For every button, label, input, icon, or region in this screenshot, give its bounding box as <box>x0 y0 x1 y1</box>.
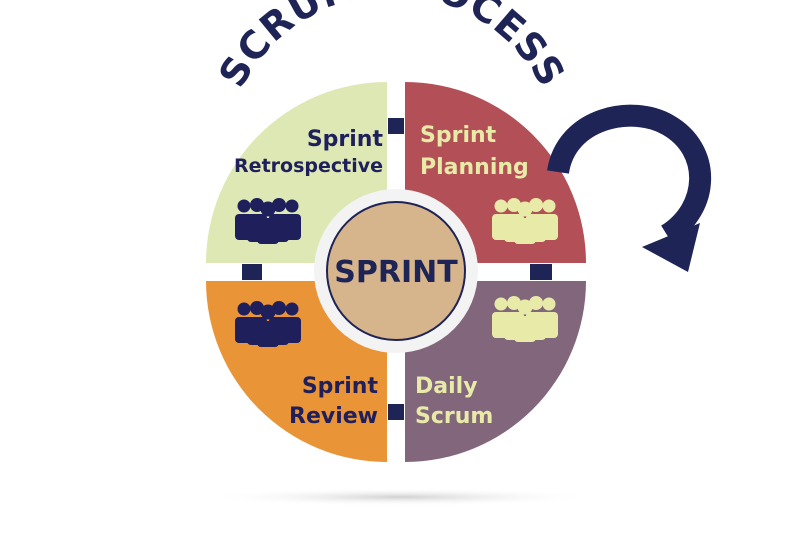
team-icon <box>492 296 558 342</box>
team-icon <box>492 198 558 244</box>
retrospective-line1: Sprint <box>307 127 384 152</box>
team-icon <box>235 198 301 244</box>
daily-line1: Daily <box>415 374 478 399</box>
ground-shadow <box>205 488 595 506</box>
center-disc <box>326 201 466 341</box>
cycle-arrow-icon <box>547 104 712 272</box>
center-label: SPRINT <box>334 255 458 290</box>
connector-right <box>530 264 552 280</box>
diagram-title-text: SCRUM PROCESS <box>210 0 573 94</box>
review-line1: Sprint <box>302 374 379 399</box>
daily-line2: Scrum <box>415 404 493 429</box>
connector-bottom <box>388 404 404 420</box>
team-icon <box>235 301 301 347</box>
planning-line2: Planning <box>420 155 529 180</box>
connector-left <box>242 264 262 280</box>
review-line2: Review <box>289 404 378 429</box>
planning-line1: Sprint <box>420 123 497 148</box>
retrospective-line2: Retrospective <box>234 155 383 177</box>
diagram-title: SCRUM PROCESS <box>210 0 574 94</box>
connector-top <box>388 118 404 134</box>
